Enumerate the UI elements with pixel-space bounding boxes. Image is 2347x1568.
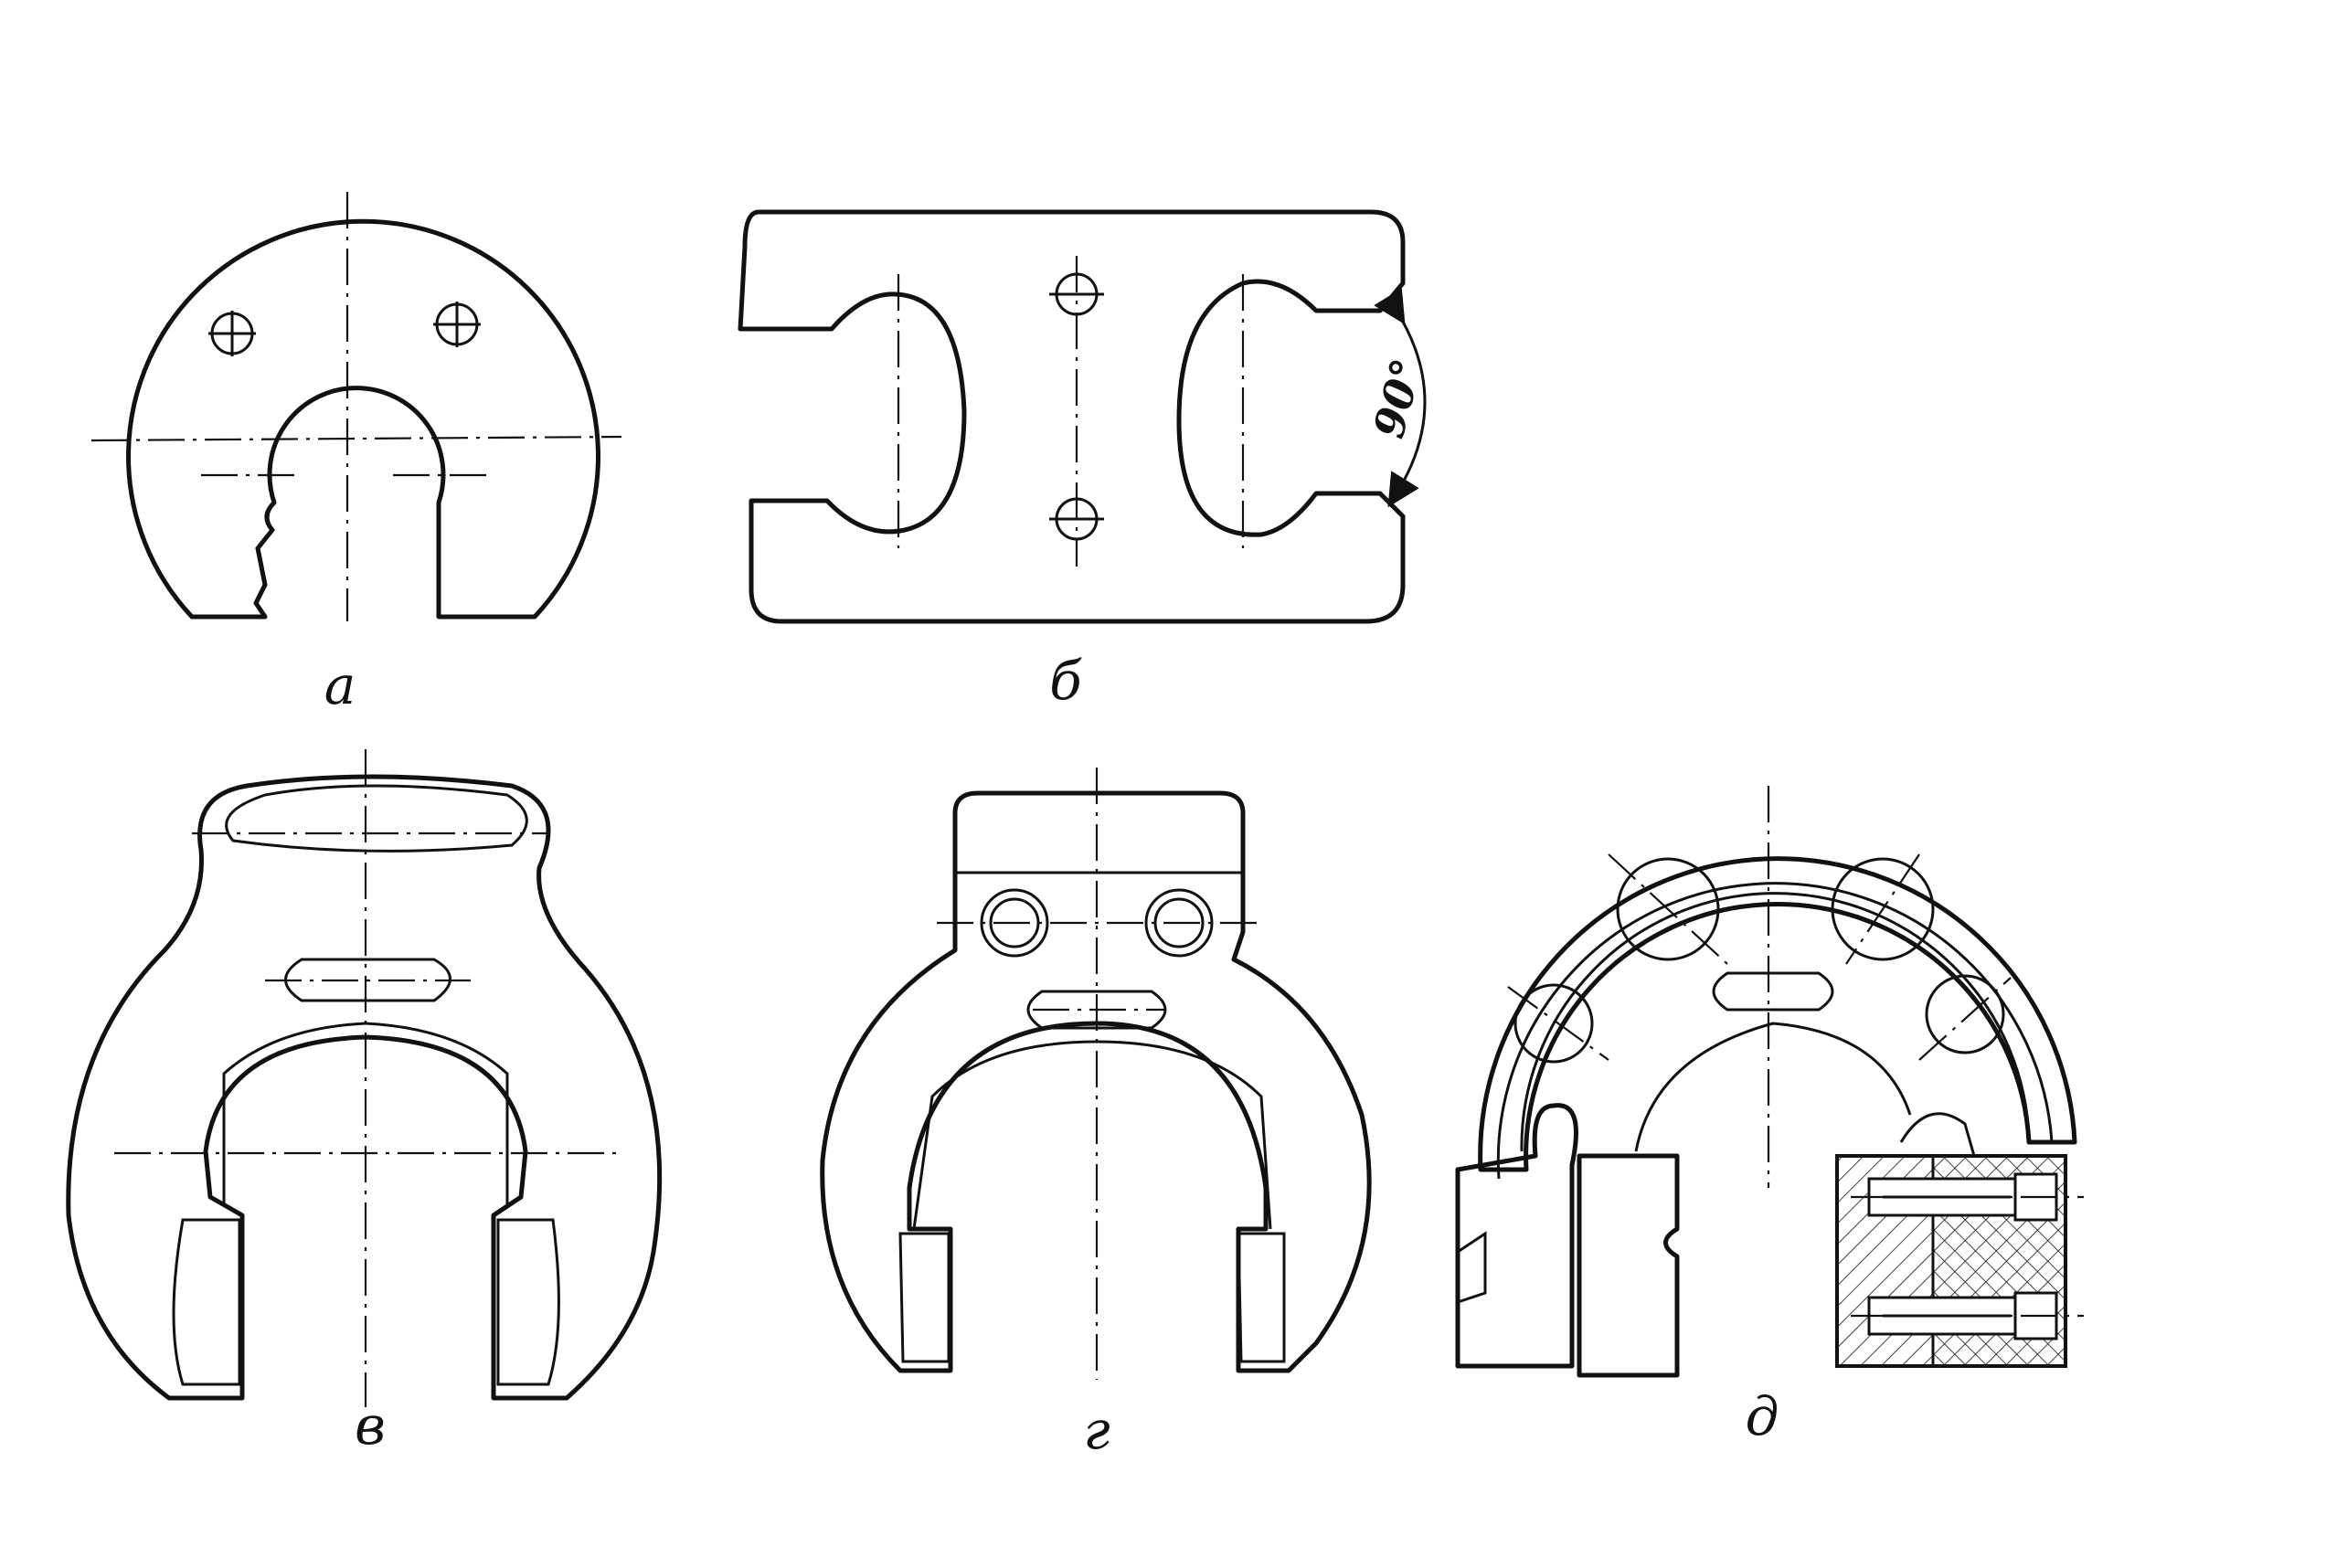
figure-b-outline <box>738 209 1406 624</box>
figure-v-right-jaw <box>496 1218 560 1386</box>
figure-d-left-insert <box>1577 1153 1680 1378</box>
figure-d: д <box>1455 786 2084 1447</box>
figure-a-label: а <box>324 654 356 716</box>
figure-d-label: д <box>1746 1385 1779 1447</box>
figure-g-label: г <box>1083 1399 1110 1461</box>
figure-v: в <box>66 749 663 1457</box>
angle-dimension-arc <box>1374 288 1427 508</box>
figure-d-outline <box>1478 856 2077 1172</box>
figure-b: 90° б <box>738 209 1432 712</box>
figure-v-top-slot <box>225 784 528 853</box>
figure-d-ball-stop <box>1899 1112 1976 1157</box>
figure-g-slot <box>1026 990 1167 1030</box>
figure-d-slot <box>1712 971 1834 1012</box>
figure-d-hole-3 <box>1513 983 1594 1064</box>
figure-d-hole-4 <box>1925 974 2005 1054</box>
figure-g-right-jaw <box>1237 1232 1286 1363</box>
figure-d-hole-1 <box>1616 857 1720 961</box>
figure-d-inner-ring <box>1520 891 2031 1152</box>
figure-v-left-jaw <box>172 1218 241 1386</box>
figure-v-middle-slot <box>284 958 451 1002</box>
figure-g: г <box>820 768 1372 1461</box>
figure-d-screw-bottom <box>1851 1291 2084 1340</box>
figure-d-hole-2 <box>1831 857 1935 961</box>
figure-d-left-jaw <box>1455 1103 1578 1369</box>
figure-g-outline <box>820 790 1372 1373</box>
figure-v-label: в <box>355 1394 386 1457</box>
figure-a-outline <box>126 218 600 620</box>
figure-g-left-jaw <box>898 1232 950 1363</box>
figure-d-screw-top <box>1851 1172 2084 1222</box>
figure-a: а <box>90 192 622 716</box>
figure-v-outline <box>66 774 663 1401</box>
figure-b-label: б <box>1049 650 1082 712</box>
